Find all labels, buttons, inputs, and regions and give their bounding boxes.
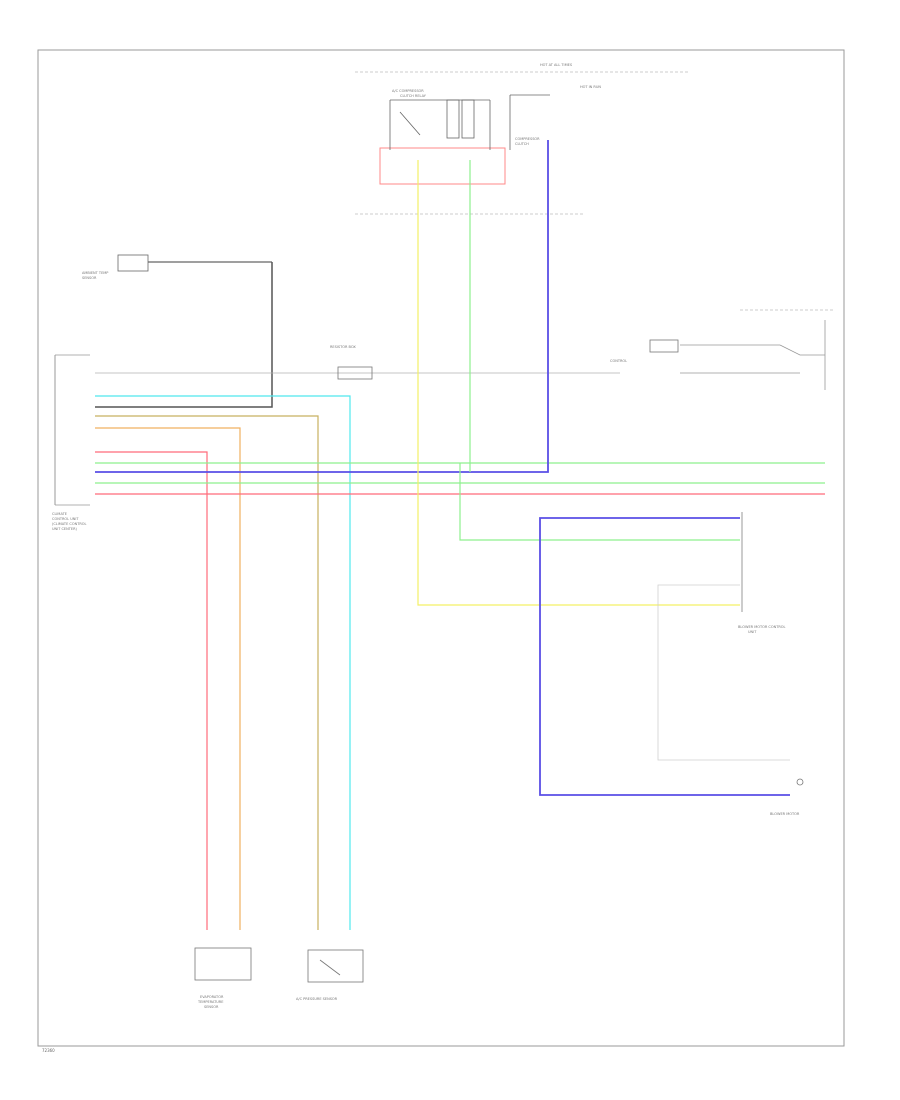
wire-green-blower: [459, 463, 740, 541]
compressor-clutch-label-2: CLUTCH: [515, 142, 529, 146]
wire-orange: [95, 427, 241, 930]
ambient-sensor-label-2: SENSOR: [82, 276, 97, 280]
wire-blue-main: [95, 140, 549, 473]
ac-pressure-sensor-box: [307, 949, 364, 983]
evaporator-temp-sensor: EVAPORATOR TEMPERATURE SENSOR: [194, 947, 252, 1009]
wire-red-pink: [95, 451, 208, 930]
blower-motor-symbol: [796, 778, 804, 786]
wire-black-loop: [95, 262, 273, 408]
wire-cyan: [95, 395, 351, 930]
wire-blue-blower: [539, 517, 790, 796]
compressor-clutch-label-1: COMPRESSOR: [515, 137, 540, 141]
evap-sensor-box: [194, 947, 252, 981]
resistor-box-label: RESISTOR BOX: [330, 345, 356, 349]
evap-sensor-label-2: TEMPERATURE: [197, 1000, 223, 1004]
ccu-label-line-1: CLIMATE: [52, 512, 67, 516]
ac-pressure-sensor-symbol: [319, 959, 341, 976]
ac-pressure-sensor-label: A/C PRESSURE SENSOR: [296, 997, 338, 1001]
ambient-sensor-box: [117, 254, 149, 272]
relay-switch-arm: [399, 111, 421, 136]
blower-motor-control-unit: BLOWER MOTOR CONTROL UNIT: [738, 512, 786, 634]
hot-in-run-label: HOT IN RUN: [580, 85, 601, 89]
ccu-label-line-4: UNIT CENTER): [52, 527, 78, 531]
resistor-box: [337, 366, 373, 380]
relay-coil-2: [461, 99, 475, 139]
control-module-label: CONTROL: [610, 359, 627, 363]
blower-motor: BLOWER MOTOR: [770, 778, 804, 816]
right-connector-curve: [779, 344, 825, 356]
climate-control-unit: CLIMATE CONTROL UNIT (CLIMATE CONTROL UN…: [52, 354, 90, 531]
relay-label-line-1: A/C COMPRESSOR: [392, 89, 424, 93]
evap-sensor-label-3: SENSOR: [204, 1005, 219, 1009]
hot-at-all-times-label: HOT AT ALL TIMES: [540, 63, 573, 67]
ccu-label-line-3: (CLIMATE CONTROL: [52, 522, 87, 526]
bmcu-label-1: BLOWER MOTOR CONTROL: [738, 625, 786, 629]
wire-yellow: [417, 160, 740, 606]
bmcu-label-2: UNIT: [748, 630, 757, 634]
ac-compressor-clutch-relay: A/C COMPRESSOR CLUTCH RELAY: [379, 89, 550, 185]
wire-gray-blower: [657, 584, 790, 761]
wire-olive: [95, 415, 319, 930]
ccu-label-line-2: CONTROL UNIT: [52, 517, 79, 521]
blower-motor-label: BLOWER MOTOR: [770, 812, 800, 816]
relay-outer-box: [379, 147, 506, 185]
right-sensor-box: [649, 339, 679, 353]
ac-pressure-sensor: A/C PRESSURE SENSOR: [296, 949, 364, 1001]
relay-coil: [446, 99, 460, 139]
page-code: 72360: [42, 1048, 55, 1053]
diagram-frame: [37, 49, 845, 1047]
ambient-temp-sensor: AMBIENT TEMP SENSOR: [82, 254, 272, 280]
relay-label-line-2: CLUTCH RELAY: [400, 94, 427, 98]
ambient-sensor-label-1: AMBIENT TEMP: [82, 271, 108, 275]
evap-sensor-label-1: EVAPORATOR: [200, 995, 224, 999]
